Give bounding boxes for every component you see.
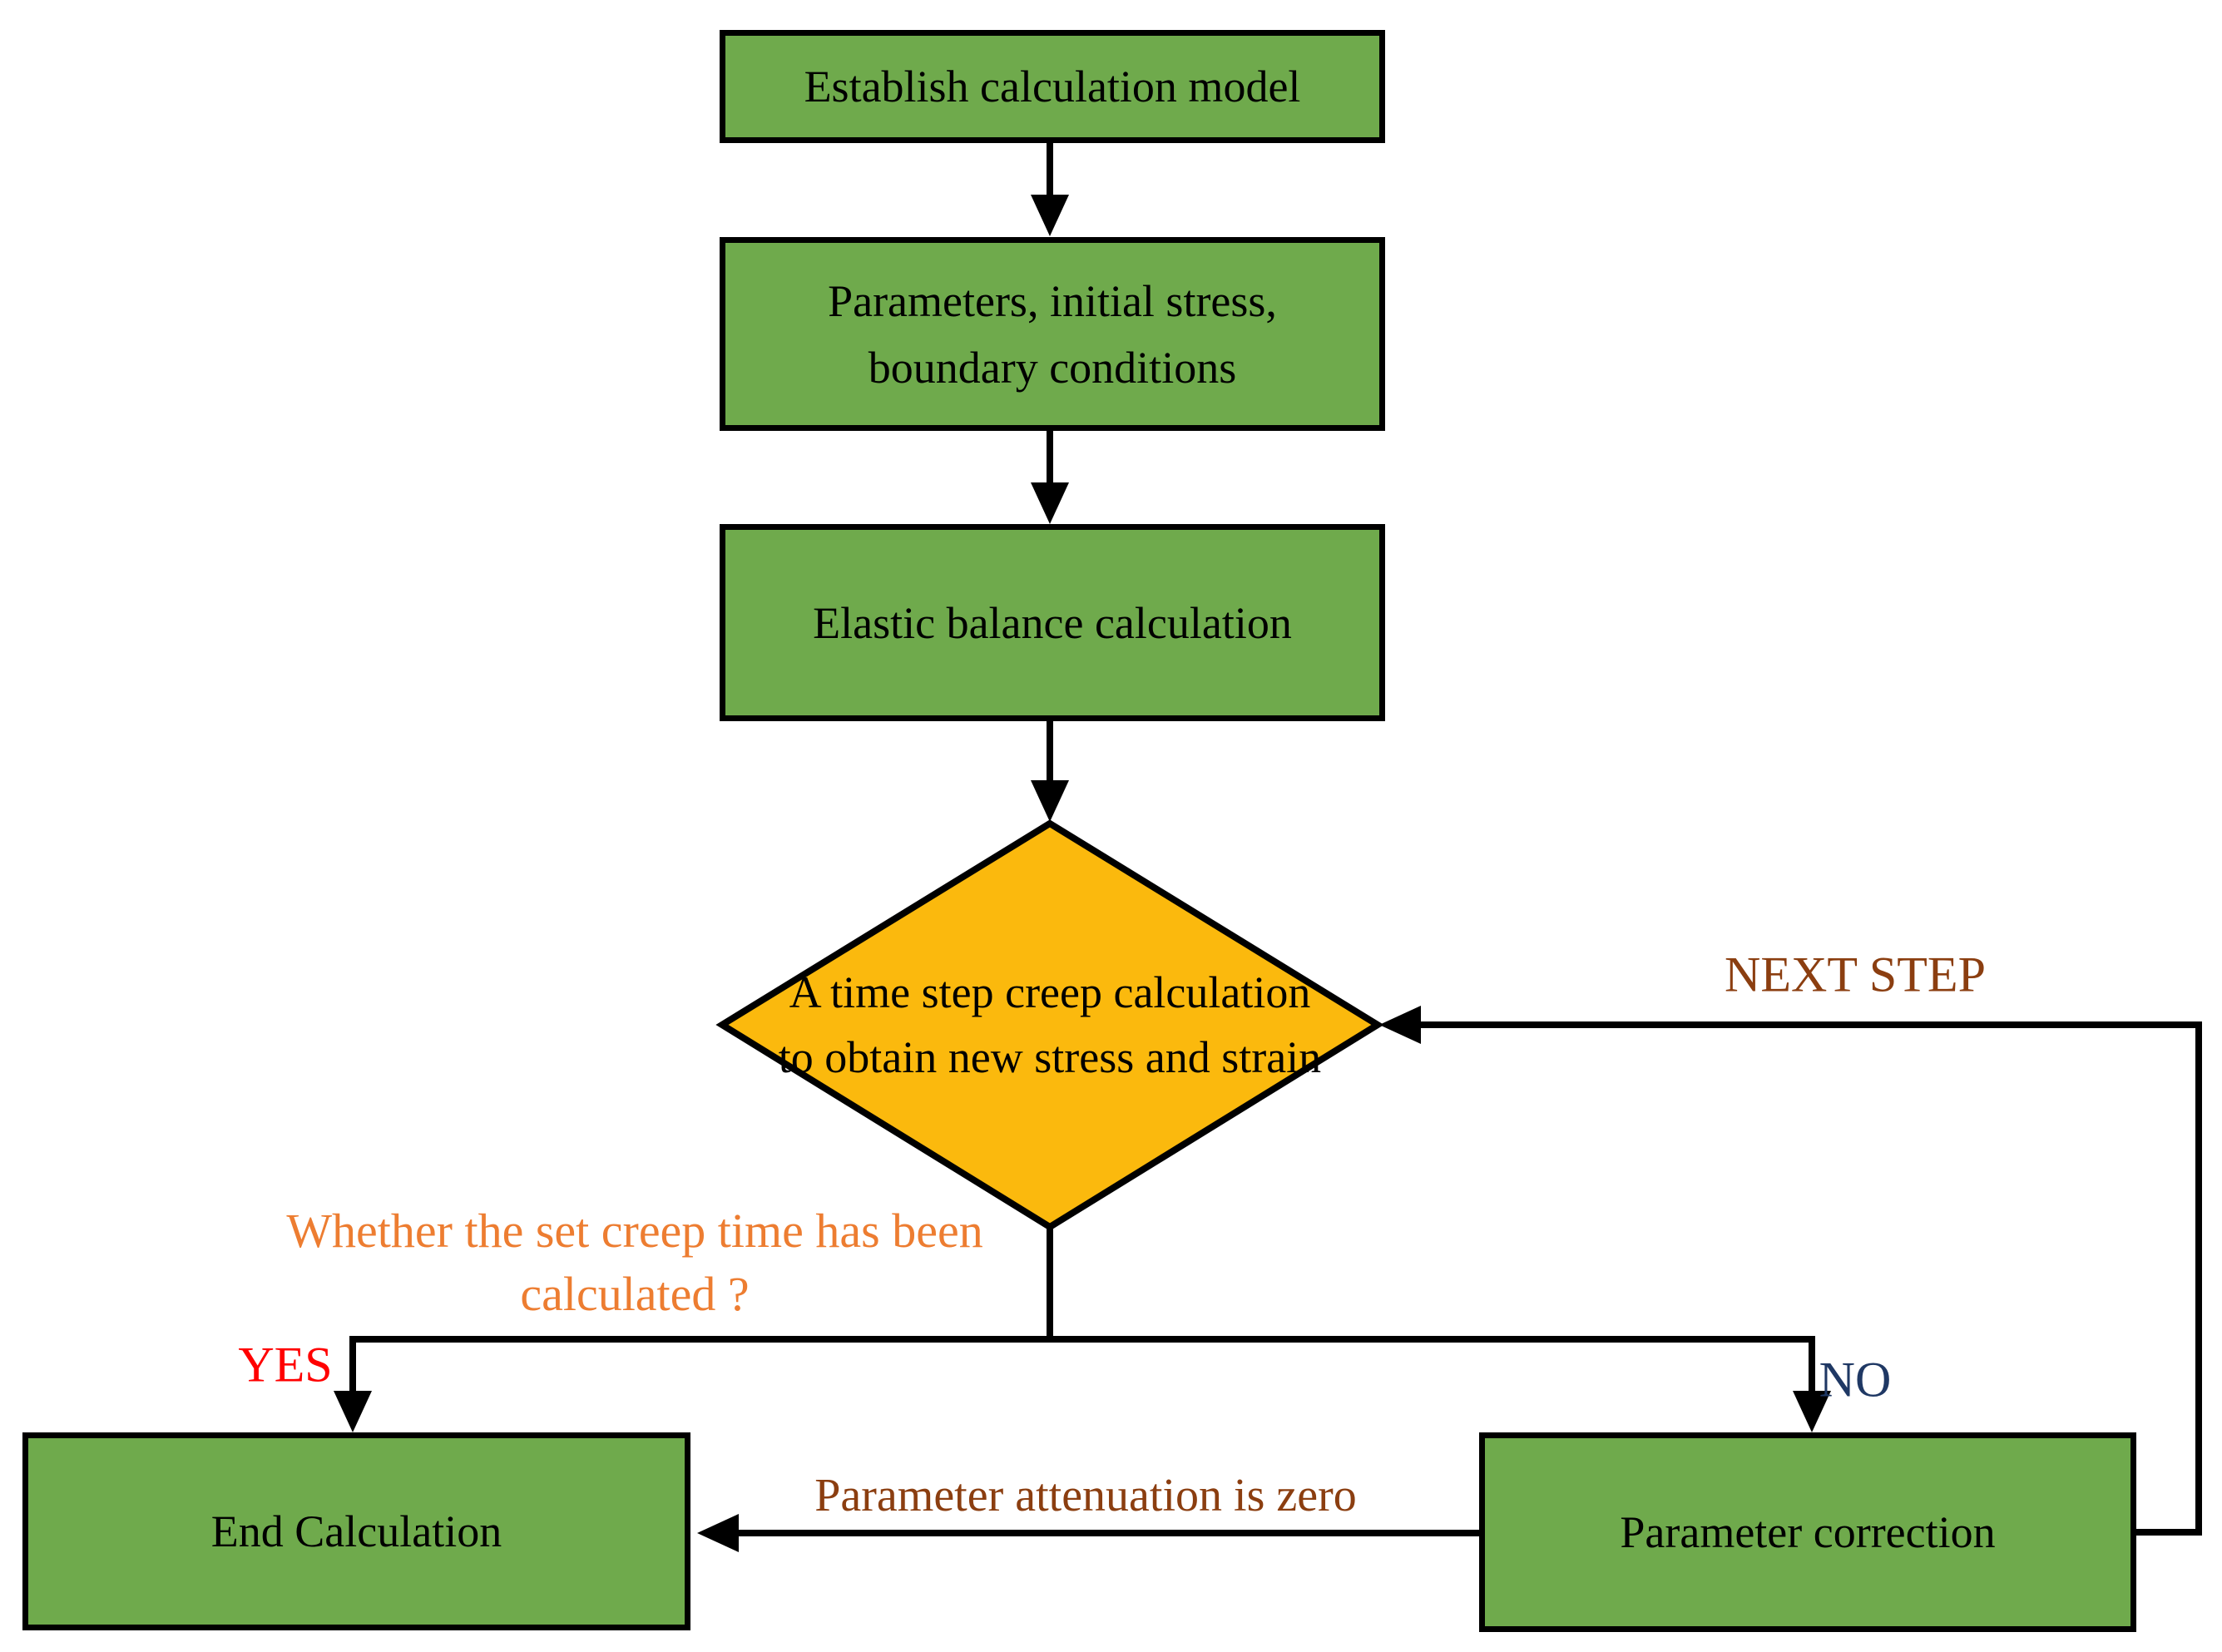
next-step-loop-line [1419,1021,2202,1536]
elastic-box: Elastic balance calculation [720,524,1385,721]
parameter-correction-box: Parameter correction [1479,1432,2136,1632]
parameter-correction-label: Parameter correction [1620,1507,1996,1557]
no-arrowhead [1793,1391,1831,1432]
establish-label: Establish calculation model [804,62,1301,111]
end-calculation-box: End Calculation [22,1432,690,1630]
yes-label: YES [238,1337,333,1392]
decision-diamond-label: A time step creep calculation to obtain … [779,960,1321,1090]
question-label-line2: calculated ? [520,1267,750,1321]
parameters-label-line2: boundary conditions [868,342,1237,393]
no-label: NO [1819,1352,1892,1407]
elastic-label: Elastic balance calculation [813,597,1292,648]
attenuation-label: Parameter attenuation is zero [814,1470,1357,1521]
decision-label-line1: A time step creep calculation [789,967,1311,1017]
establish-box: Establish calculation model [720,30,1385,143]
question-label-line1: Whether the set creep time has been [286,1204,983,1258]
parameters-box: Parameters, initial stress, boundary con… [720,237,1385,431]
branch-line [349,1336,1815,1394]
yes-arrowhead [334,1391,372,1432]
parameters-label-line1: Parameters, initial stress, [828,275,1277,326]
arrowhead-parameters-elastic [1031,482,1069,524]
next-step-label: NEXT STEP [1725,947,1986,1002]
next-step-arrowhead [1379,1006,1421,1044]
arrowhead-elastic-decision [1031,780,1069,822]
end-calculation-label: End Calculation [210,1506,502,1556]
arrowhead-establish-parameters [1031,195,1069,236]
decision-label-line2: to obtain new stress and strain [778,1032,1322,1082]
attenuation-arrowhead [697,1514,739,1552]
